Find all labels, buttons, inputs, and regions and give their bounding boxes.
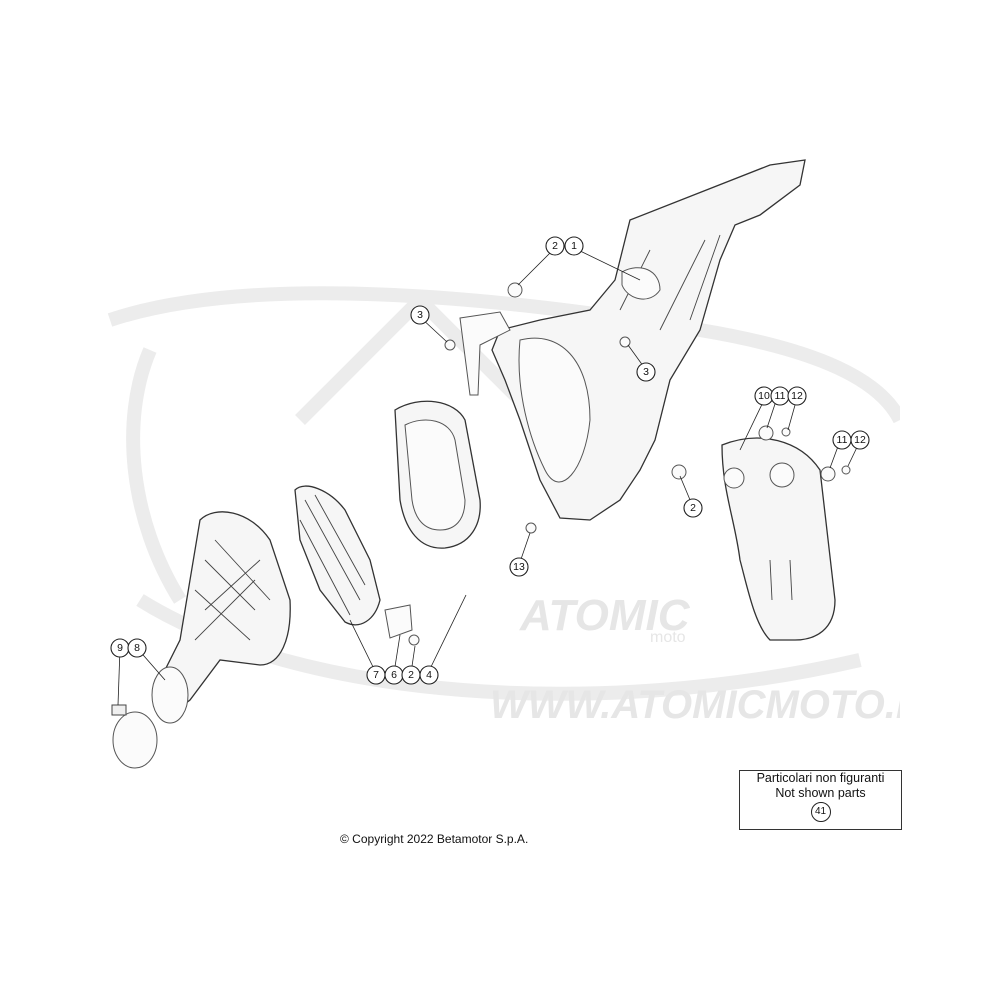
callout-7: 7 xyxy=(366,665,386,685)
svg-text:3: 3 xyxy=(417,309,423,321)
callout-8: 8 xyxy=(127,638,147,658)
watermark-brand-sub: moto xyxy=(650,629,686,646)
side-panel-part xyxy=(721,437,836,641)
washer-11b xyxy=(820,466,836,482)
grommet-2b xyxy=(671,464,687,480)
airbox-part xyxy=(459,159,806,521)
callout-11a: 11 xyxy=(770,386,790,406)
exploded-parts-diagram: ATOMIC moto WWW.ATOMICMOTO.F xyxy=(107,159,900,769)
callout-2a: 2 xyxy=(545,236,565,256)
svg-text:2: 2 xyxy=(408,669,414,681)
watermark-brand: ATOMIC xyxy=(519,591,691,640)
copyright-text: © Copyright 2022 Betamotor S.p.A. xyxy=(340,832,529,846)
svg-text:9: 9 xyxy=(117,642,123,654)
svg-text:3: 3 xyxy=(643,366,649,378)
grommet-2c xyxy=(408,634,420,646)
not-shown-part-number: 41 xyxy=(810,802,831,822)
callout-12b: 12 xyxy=(850,430,870,450)
screw-3b xyxy=(619,336,631,348)
air-filter-part xyxy=(394,400,481,549)
intake-boot-part xyxy=(151,511,291,724)
filter-cage-part xyxy=(294,485,413,639)
screw-12b xyxy=(841,465,851,475)
svg-text:12: 12 xyxy=(791,390,803,402)
watermark-url: WWW.ATOMICMOTO.F xyxy=(490,683,900,727)
svg-text:11: 11 xyxy=(837,434,848,446)
callout-11b: 11 xyxy=(832,430,852,450)
callout-2b: 2 xyxy=(683,498,703,518)
svg-text:2: 2 xyxy=(552,240,558,252)
callout-1: 1 xyxy=(564,236,584,256)
svg-text:8: 8 xyxy=(134,642,140,654)
callout-12a: 12 xyxy=(787,386,807,406)
callout-10: 10 xyxy=(754,386,774,406)
svg-text:7: 7 xyxy=(373,669,379,681)
callout-13: 13 xyxy=(509,557,529,577)
svg-text:2: 2 xyxy=(690,502,696,514)
svg-text:12: 12 xyxy=(854,434,866,446)
not-shown-italian-label: Particolari non figuranti xyxy=(756,771,885,785)
svg-text:11: 11 xyxy=(775,390,786,402)
svg-text:6: 6 xyxy=(391,669,397,681)
svg-text:10: 10 xyxy=(758,390,770,402)
hose-clamp-part xyxy=(111,704,158,769)
svg-text:4: 4 xyxy=(426,669,432,681)
not-shown-english-label: Not shown parts xyxy=(775,786,866,800)
screw-3a xyxy=(444,339,456,351)
not-shown-parts-box: Particolari non figuranti Not shown part… xyxy=(739,770,902,830)
grommet-2a xyxy=(507,282,523,298)
callout-2c: 2 xyxy=(401,665,421,685)
callout-3a: 3 xyxy=(410,305,430,325)
svg-text:1: 1 xyxy=(571,240,577,252)
callout-9: 9 xyxy=(110,638,130,658)
callout-4: 4 xyxy=(419,665,439,685)
screw-12a xyxy=(781,427,791,437)
callout-6: 6 xyxy=(384,665,404,685)
diagram-canvas: ATOMIC moto WWW.ATOMICMOTO.F xyxy=(100,155,900,847)
washer-11a xyxy=(758,425,774,441)
nut-13 xyxy=(525,522,537,534)
svg-text:13: 13 xyxy=(513,561,525,573)
callout-3b: 3 xyxy=(636,362,656,382)
